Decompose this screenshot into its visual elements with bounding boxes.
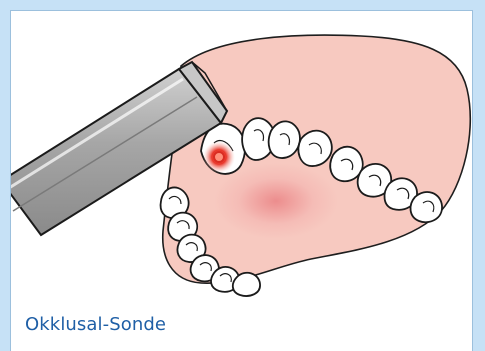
occlusal-probe-illustration [11, 11, 473, 301]
product-card[interactable]: Okklusal-Sonde [10, 10, 473, 351]
palate-shadow [214, 163, 338, 239]
probe-light-dot [214, 152, 224, 162]
product-caption[interactable]: Okklusal-Sonde [25, 314, 166, 335]
